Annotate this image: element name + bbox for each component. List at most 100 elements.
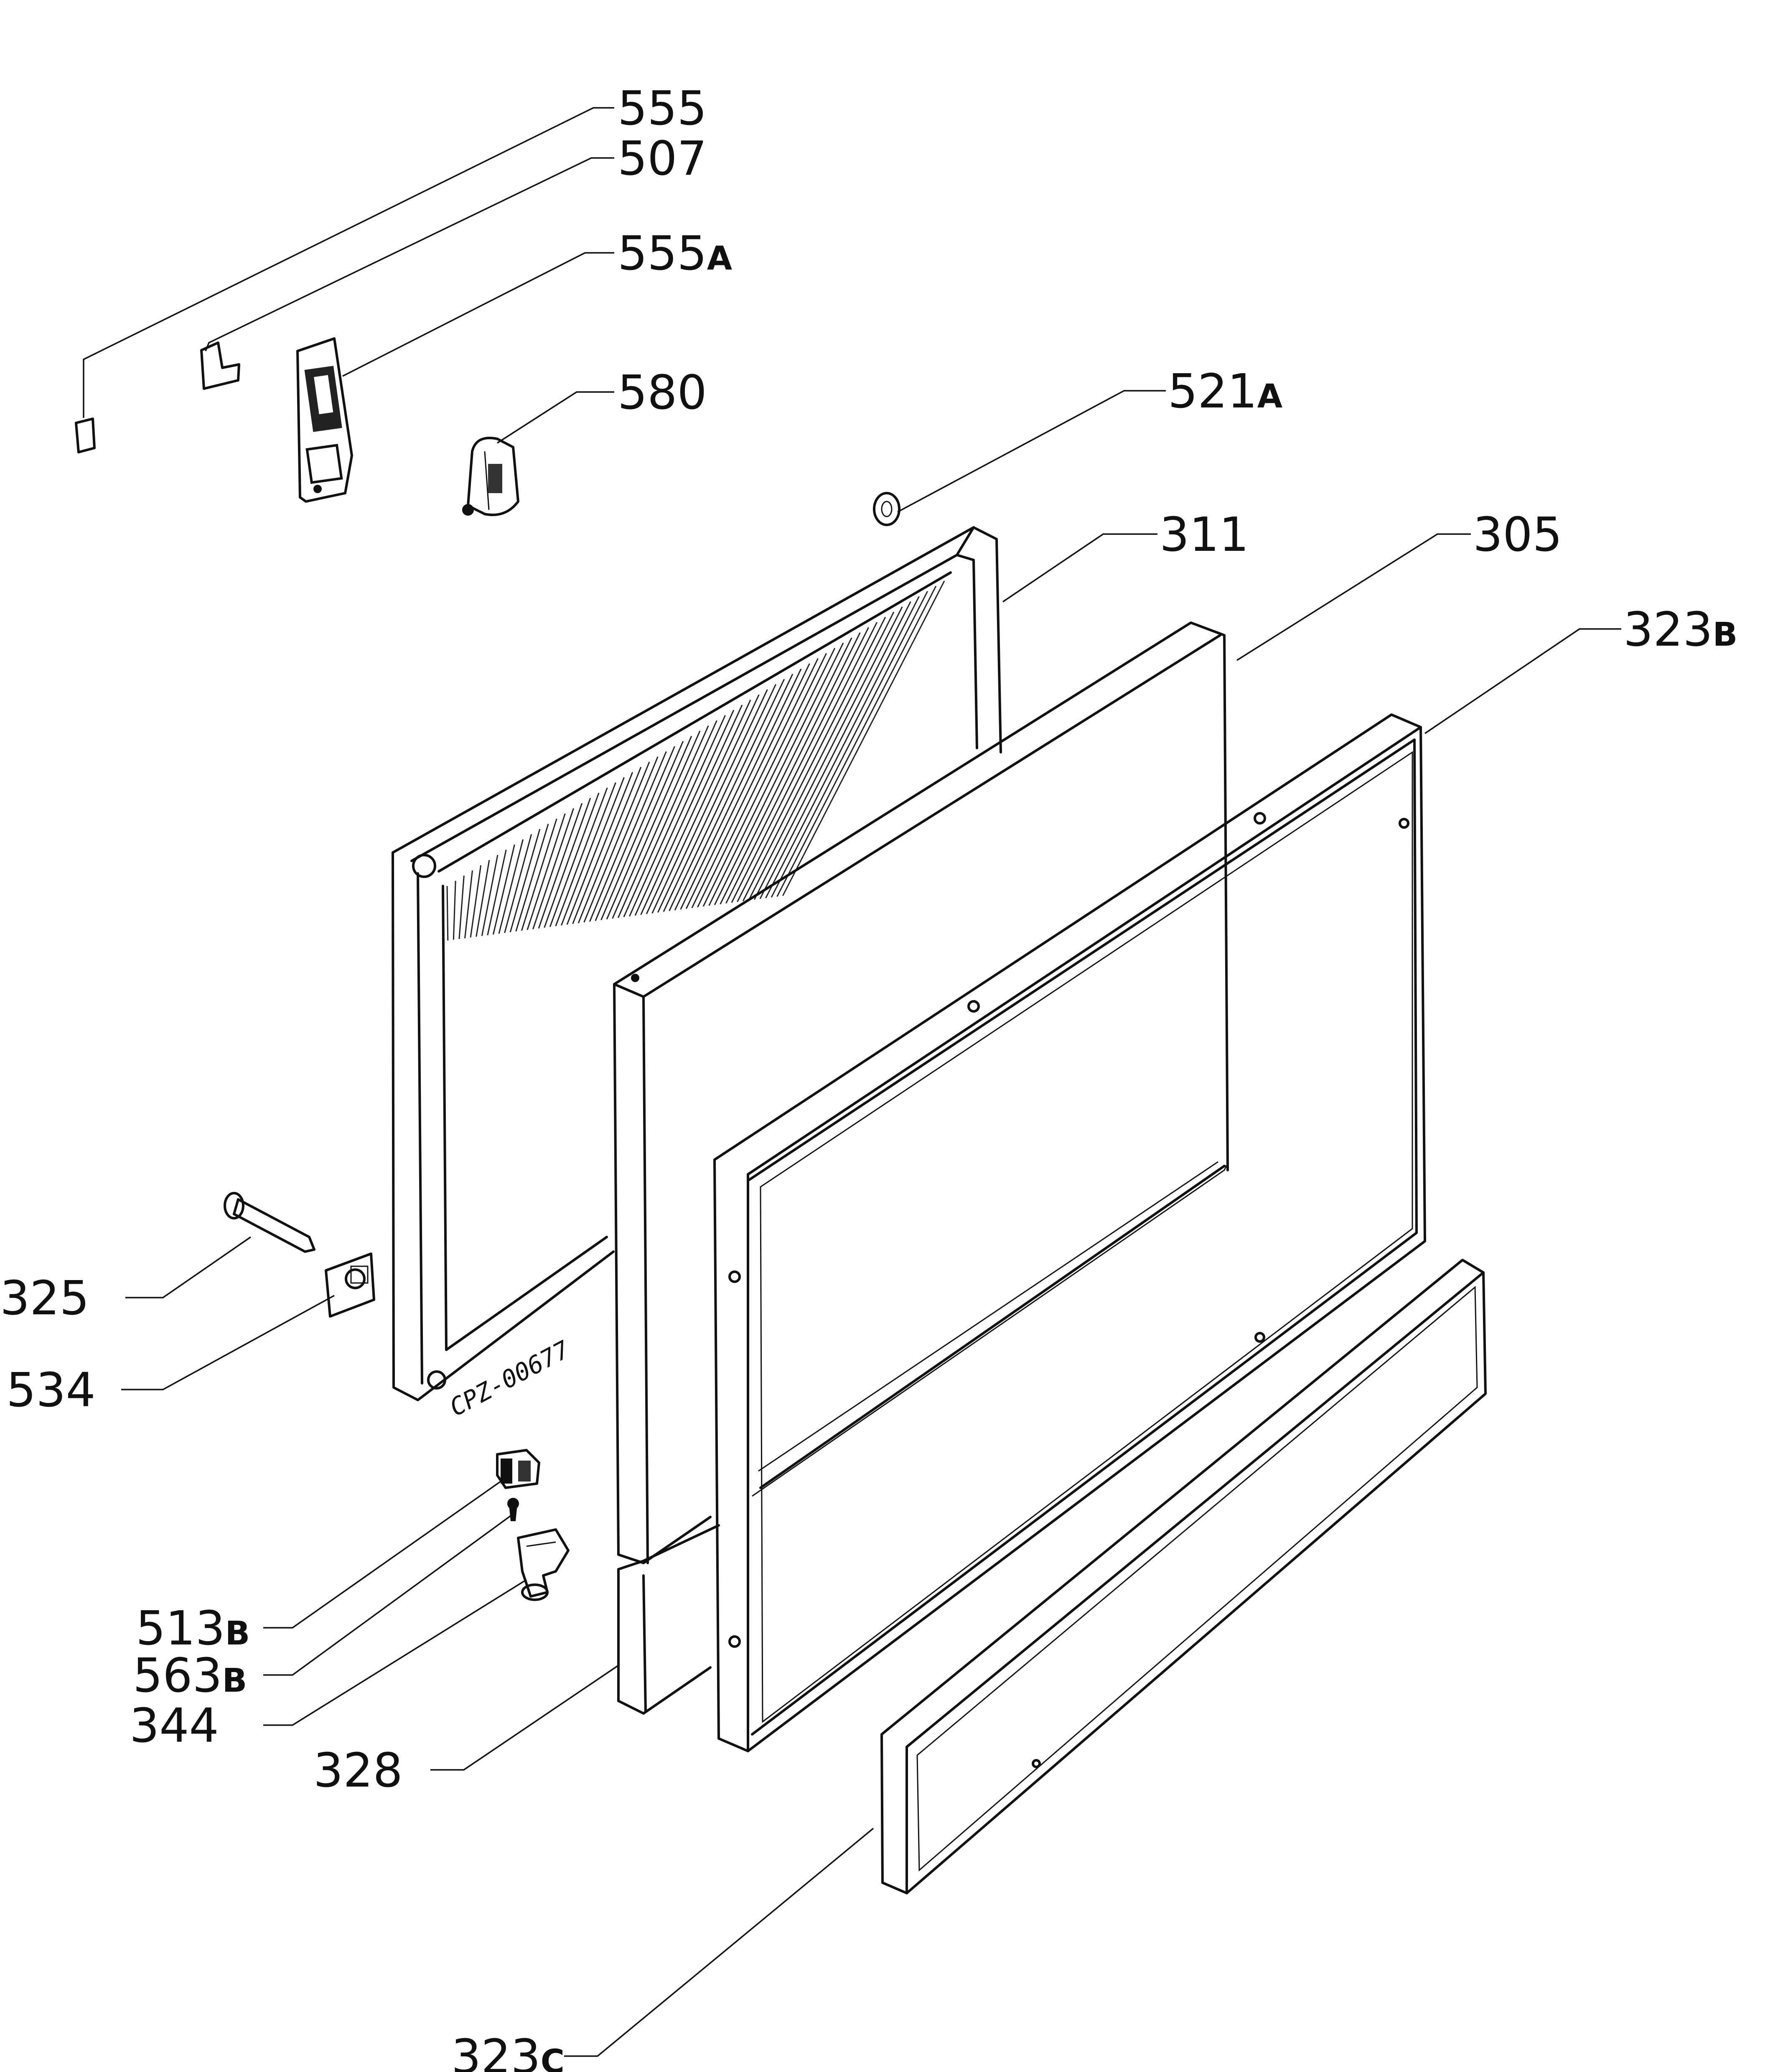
leader-563b: [263, 1514, 513, 1676]
leader-521a: [897, 390, 1166, 513]
hatch-line: [476, 860, 490, 937]
hatch-line: [555, 787, 608, 927]
part-323c-lower-frame: [880, 1259, 1487, 1894]
leader-555: [83, 107, 614, 418]
leader-513b: [263, 1479, 504, 1629]
part-555a-switch-block: [296, 337, 353, 503]
part-507-hook: [200, 341, 240, 390]
part-323b-frame: [713, 713, 1426, 1752]
callout-311: 311: [1160, 508, 1249, 562]
callout-323b: 323B: [1623, 603, 1737, 657]
hatch-line: [458, 876, 465, 939]
hatch-line: [759, 601, 911, 899]
drawing-code: CPZ-00677: [445, 1335, 574, 1422]
hatch-line: [702, 653, 827, 907]
part-311-outer-door-panel: [392, 526, 1002, 1401]
leader-344: [263, 1579, 527, 1726]
hatch-line: [731, 627, 869, 903]
hatch-line: [691, 663, 810, 909]
callout-325: 325: [0, 1271, 89, 1326]
callout-580: 580: [618, 366, 707, 420]
callout-521a: 521A: [1168, 364, 1282, 419]
hatch-line: [509, 829, 541, 932]
hatch-line: [720, 637, 852, 905]
callout-513b: 513B: [136, 1601, 250, 1656]
part-534-hinge-plate: [325, 1252, 375, 1318]
hatch-line: [651, 699, 751, 914]
hatch-line: [600, 746, 675, 921]
hatch-line: [680, 674, 794, 910]
hatch-line: [572, 772, 633, 924]
callout-305: 305: [1473, 508, 1562, 562]
hatch-line: [776, 585, 937, 897]
hatch-line: [481, 855, 499, 936]
leader-305: [1236, 533, 1471, 661]
hatch-line: [566, 777, 625, 925]
hatch-line: [737, 622, 878, 902]
leader-534: [121, 1295, 335, 1390]
hatch-line: [515, 824, 549, 932]
hatch-line: [748, 611, 895, 901]
hatch-line: [606, 741, 684, 920]
hatch-line: [708, 648, 836, 906]
part-325-hinge-pin: [224, 1192, 315, 1253]
hatch-line: [532, 808, 574, 929]
leader-lines: [83, 107, 1621, 2057]
hatch-line: [646, 705, 743, 914]
callout-563b: 563B: [133, 1649, 247, 1703]
leader-323b: [1424, 628, 1621, 734]
hatch-line: [583, 761, 650, 923]
callout-323c: 323C: [451, 2030, 565, 2072]
hatch-line: [464, 870, 473, 939]
hatch-line: [549, 792, 600, 927]
part-305-insulation-board: [613, 621, 1229, 1564]
hatch-line: [487, 850, 507, 936]
hatch-line: [453, 881, 456, 940]
hatch-line: [446, 886, 449, 941]
hatch-line: [612, 736, 692, 919]
callout-507: 507: [618, 132, 707, 186]
hatch-line: [669, 684, 776, 911]
hatch-line: [629, 720, 717, 917]
leader-507: [205, 157, 614, 351]
hatch-line: [725, 632, 861, 904]
hatch-line: [742, 616, 886, 901]
leader-328: [430, 1665, 619, 1771]
part-580-lock: [462, 437, 519, 516]
callout-555a: 555A: [618, 227, 732, 281]
leader-325: [125, 1236, 251, 1298]
hatch-line: [470, 865, 482, 938]
hatch-line: [765, 596, 920, 899]
hatch-line: [527, 813, 566, 930]
leader-580: [497, 391, 614, 444]
hatch-line: [561, 782, 616, 926]
hatch-line: [753, 606, 903, 900]
hatch-line: [595, 751, 667, 921]
leader-323c: [564, 1828, 874, 2057]
leader-311: [1002, 533, 1157, 603]
hatch-line: [504, 834, 532, 933]
hatch-line: [544, 798, 591, 928]
hatch-line: [782, 580, 945, 896]
hatch-line: [714, 642, 844, 905]
hatch-line: [577, 766, 642, 924]
part-555-clip: [75, 417, 96, 453]
hatch-line: [498, 839, 524, 934]
callout-534: 534: [6, 1363, 96, 1418]
hatch-line: [663, 689, 768, 912]
callout-328: 328: [313, 1744, 403, 1798]
hatch-line: [674, 679, 785, 911]
part-328-plinth-block: [617, 1524, 720, 1715]
hatch-line: [640, 710, 735, 915]
part-513b-latch-block: [496, 1449, 540, 1489]
part-521a-plug: [873, 492, 900, 526]
leader-555a: [342, 252, 614, 377]
hatch-line: [657, 694, 760, 913]
hatch-line: [589, 756, 659, 922]
hatch-line: [492, 844, 515, 935]
hatch-line: [623, 725, 709, 917]
callout-344: 344: [130, 1699, 219, 1753]
hatch-line: [521, 818, 557, 931]
hatch-line: [697, 658, 819, 908]
